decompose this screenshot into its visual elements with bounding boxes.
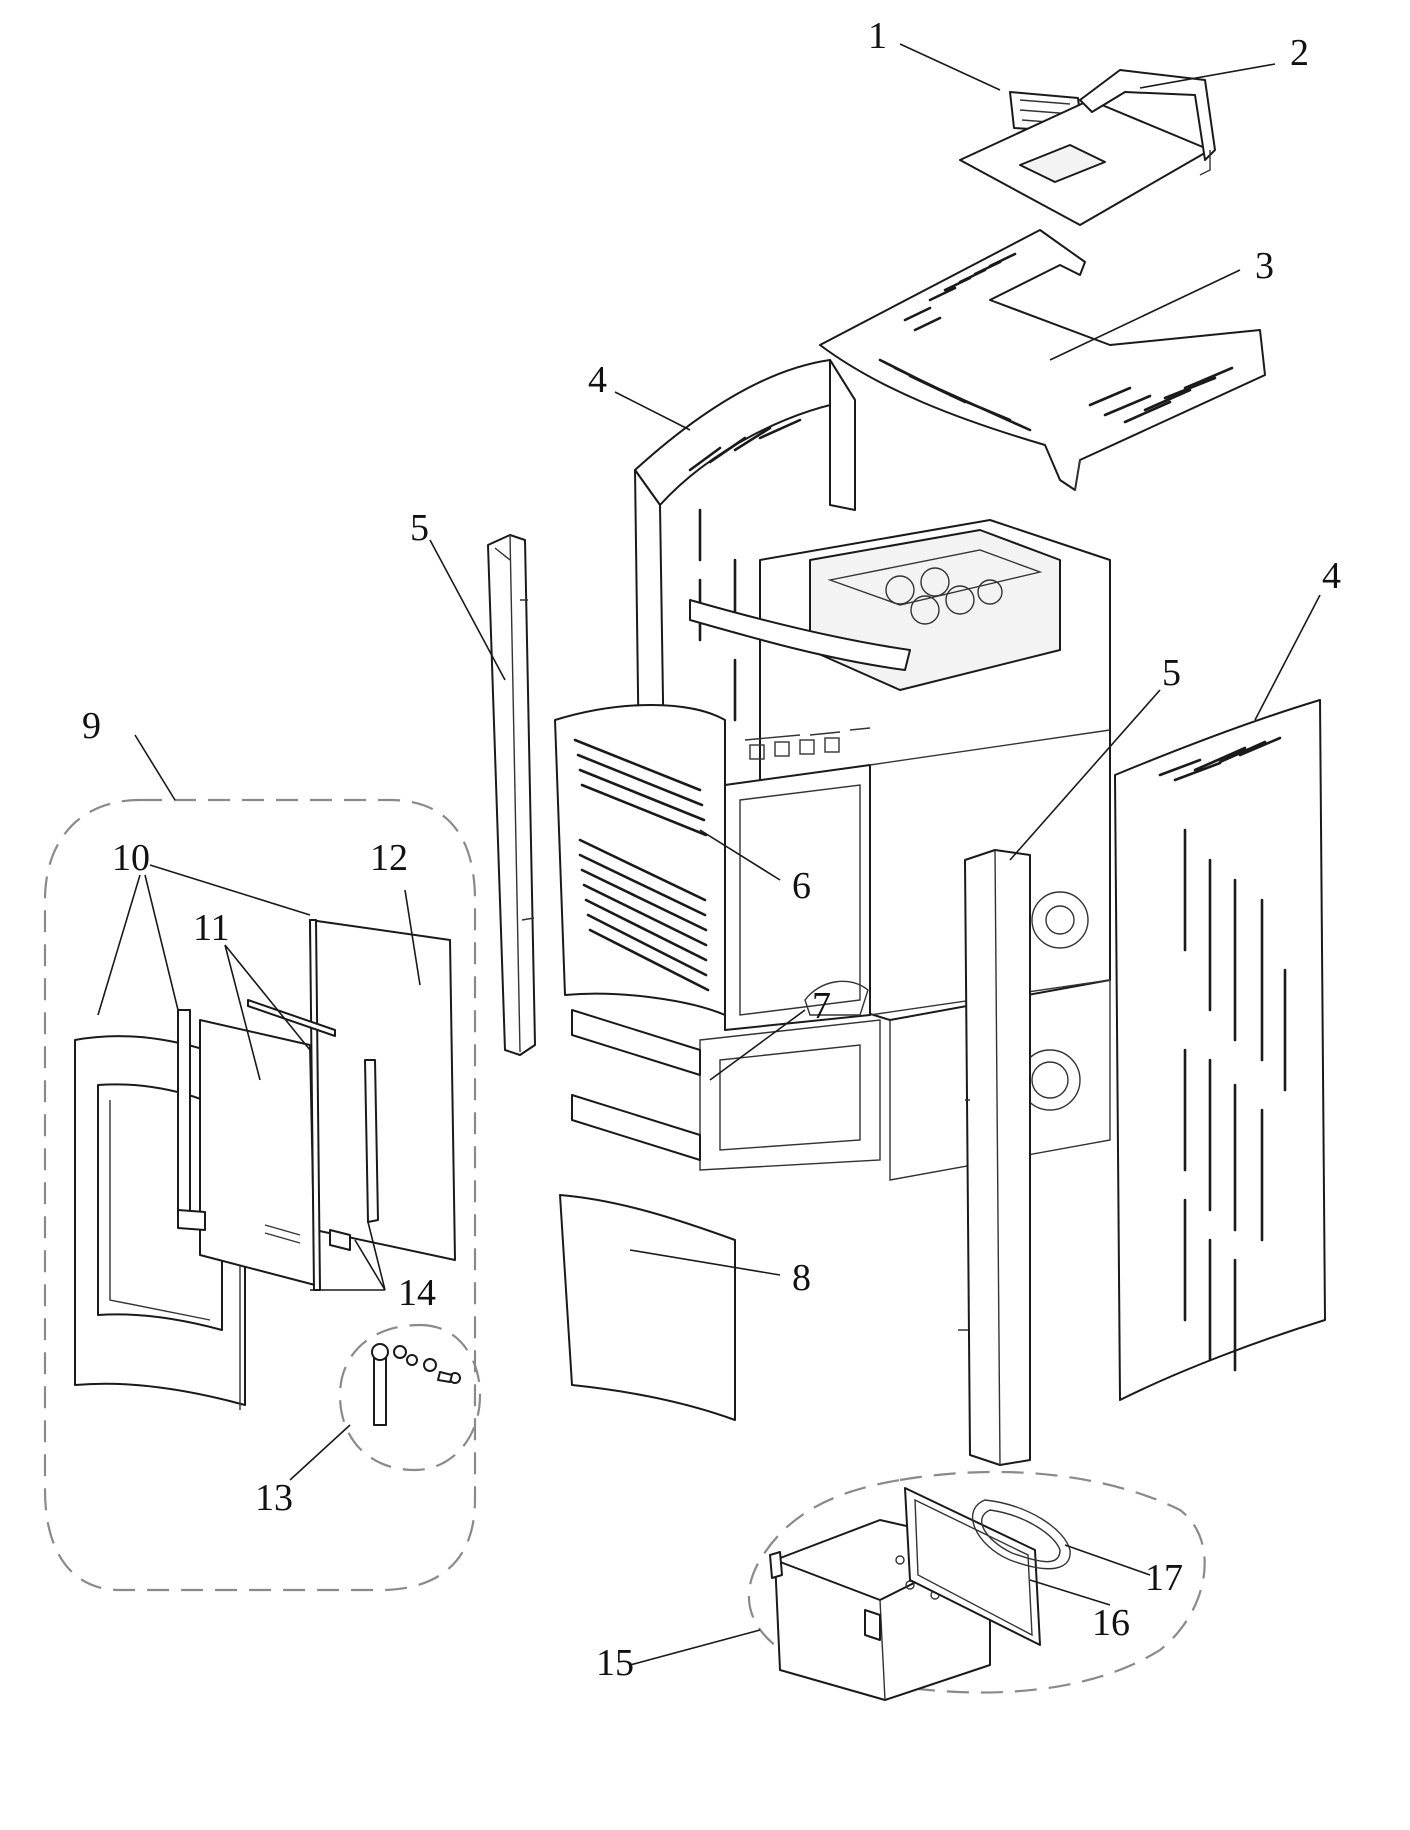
part-2-top-plate <box>959 69 1216 226</box>
callout-13: 13 <box>255 1477 293 1519</box>
callout-14: 14 <box>398 1272 436 1314</box>
callout-7: 7 <box>812 985 831 1027</box>
part-4-right-side-panel <box>1114 699 1326 1401</box>
door-assembly-group-outline <box>43 798 477 1592</box>
part-5-left-trim <box>487 534 536 1056</box>
callout-5-left: 5 <box>410 507 429 549</box>
callout-16: 16 <box>1092 1602 1130 1644</box>
part-8-bottom-panel <box>559 1194 736 1421</box>
handle-group-outline <box>338 1323 482 1472</box>
callout-15: 15 <box>596 1642 634 1684</box>
part-10-seal-strip <box>177 1009 206 1231</box>
callout-11: 11 <box>193 907 230 949</box>
callout-5-right: 5 <box>1162 652 1181 694</box>
callout-1: 1 <box>868 15 887 57</box>
part-14-clips <box>247 999 379 1251</box>
part-11-door-glass <box>199 1019 316 1286</box>
callout-3: 3 <box>1255 245 1274 287</box>
callout-17: 17 <box>1145 1557 1183 1599</box>
part-6-front-grille <box>554 704 726 1016</box>
callout-6: 6 <box>792 865 811 907</box>
callout-12: 12 <box>370 837 408 879</box>
callout-4-right: 4 <box>1322 555 1341 597</box>
callout-8: 8 <box>792 1257 811 1299</box>
leader-lines <box>97 43 1321 1666</box>
part-16-pan-gasket-frame <box>904 1487 1041 1646</box>
part-3-roof-panel <box>819 229 1266 491</box>
part-13-handle <box>371 1343 461 1426</box>
callout-10: 10 <box>112 837 150 879</box>
callout-2: 2 <box>1290 32 1309 74</box>
callout-4-left: 4 <box>588 359 607 401</box>
part-17-pan-seal <box>971 1499 1071 1570</box>
callout-9: 9 <box>82 705 101 747</box>
part-5-right-column <box>958 849 1031 1466</box>
stove-body <box>689 519 1111 1181</box>
part-7-bars <box>571 1009 701 1161</box>
callout-labels: 1 2 3 4 4 5 5 6 7 8 9 10 11 12 13 14 15 … <box>82 15 1341 1684</box>
